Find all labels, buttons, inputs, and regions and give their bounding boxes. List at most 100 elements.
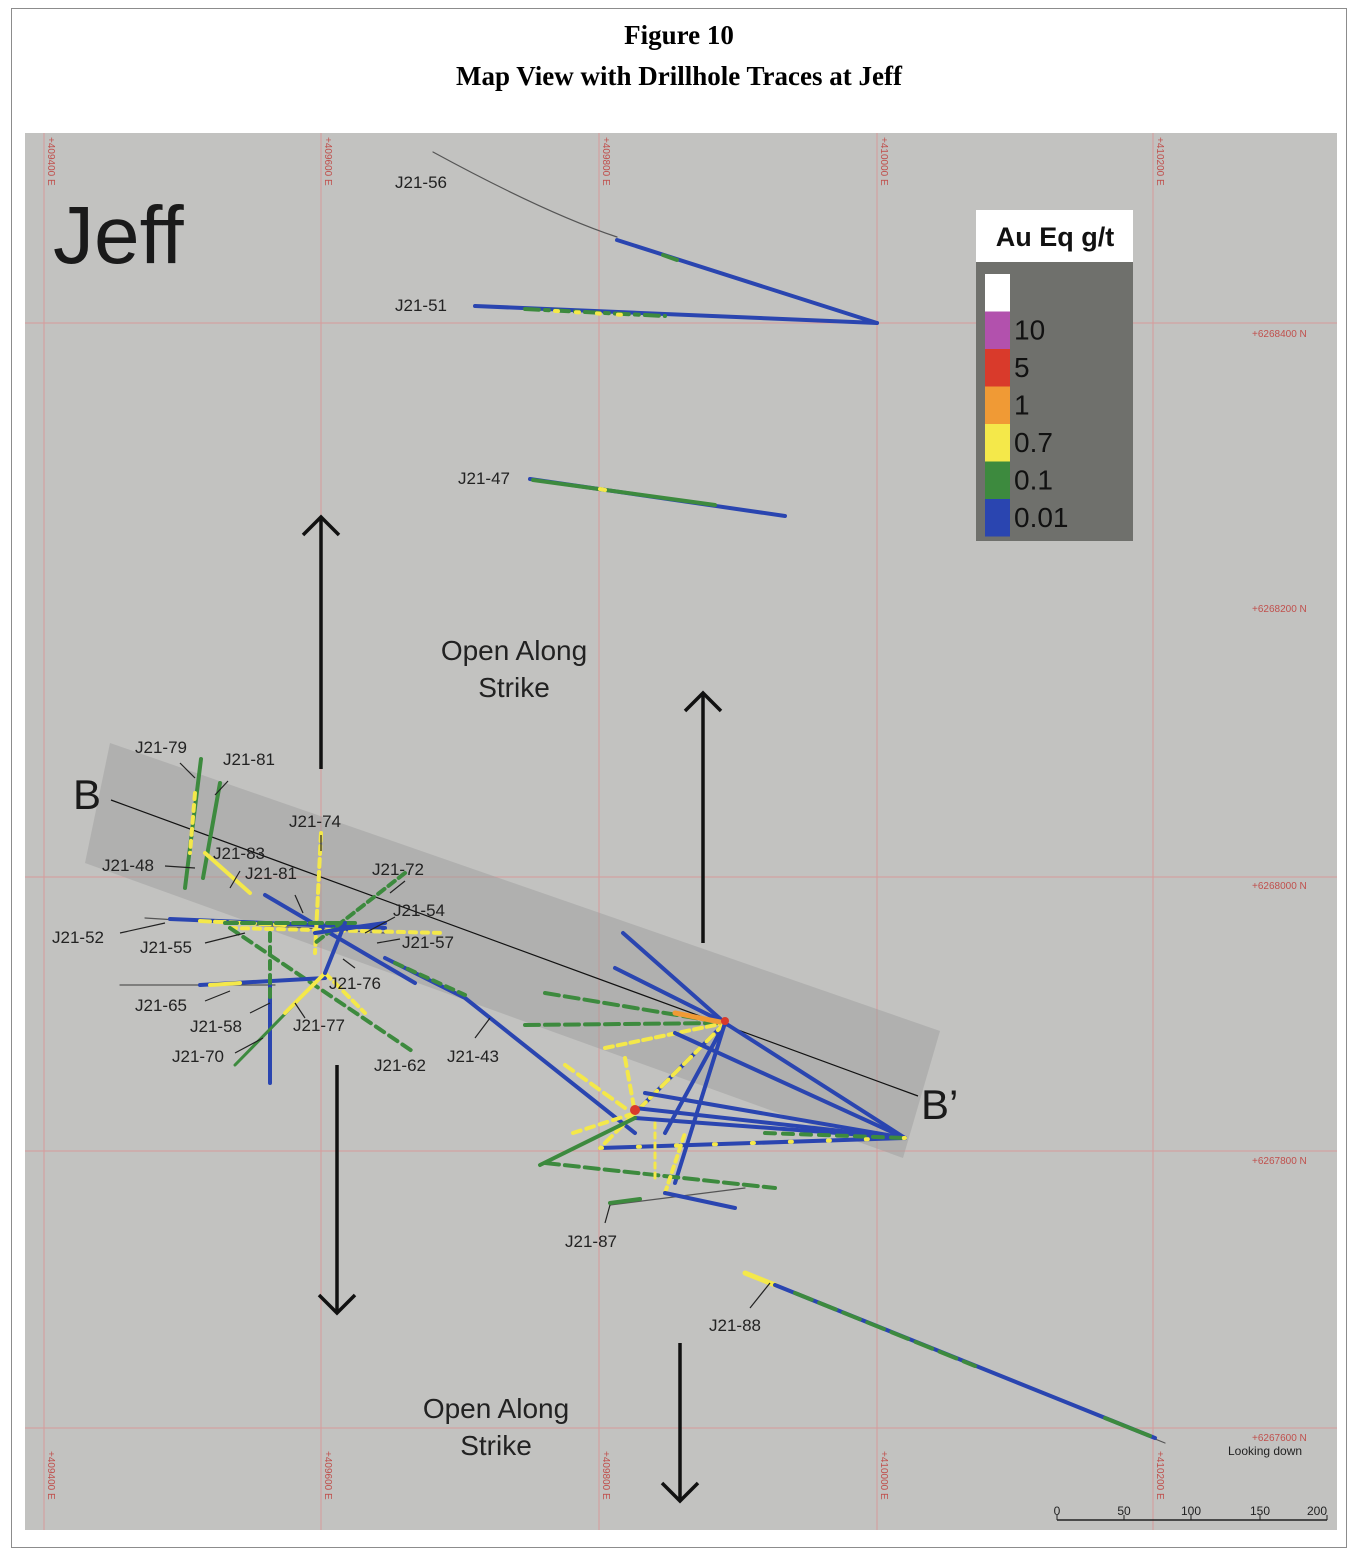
arrow-down-icon [317, 1293, 357, 1316]
drillhole-trace [432, 151, 618, 238]
drillhole-label: J21-62 [374, 1056, 426, 1075]
legend-swatch [985, 311, 1010, 349]
drillhole-traces [119, 151, 1166, 1444]
drillhole-trace [283, 971, 327, 1015]
drillhole-label: J21-52 [52, 928, 104, 947]
legend-title: Au Eq g/t [996, 222, 1114, 252]
high-grade-intercept [721, 1017, 729, 1025]
grid-easting-label-bottom: +409800 E [600, 1451, 611, 1500]
drillhole-trace [603, 1021, 727, 1050]
scale-tick: 0 [1054, 1504, 1061, 1518]
drillhole-label: J21-51 [395, 296, 447, 315]
scale-tick: 50 [1117, 1504, 1131, 1518]
legend-swatch [985, 274, 1010, 312]
drillhole-trace [673, 1031, 907, 1140]
drillhole-label: J21-76 [329, 974, 381, 993]
grid-northing-label: +6268200 N [1252, 604, 1307, 615]
drillhole-trace [563, 1063, 627, 1110]
drillhole-label: J21-81 [245, 864, 297, 883]
open-along-strike-line1: Open Along [423, 1393, 569, 1424]
drillhole-trace [543, 1161, 777, 1190]
drillhole-label: J21-83 [213, 844, 265, 863]
scale-tick: 150 [1250, 1504, 1270, 1518]
figure-number: Figure 10 [624, 20, 734, 50]
grid-easting-label-top: +410200 E [1154, 137, 1165, 186]
drillhole-trace [393, 961, 467, 997]
drillhole-trace [208, 981, 242, 987]
drillhole-label: J21-87 [565, 1232, 617, 1251]
grid-northing-label: +6268000 N [1252, 881, 1307, 892]
drillhole-label: J21-55 [140, 938, 192, 957]
legend-label: 0.1 [1014, 464, 1053, 495]
drillhole-label: J21-88 [709, 1316, 761, 1335]
drillhole-trace [621, 931, 727, 1025]
drillhole-trace [323, 971, 367, 1015]
drillhole-trace [723, 1021, 907, 1140]
drillhole-trace [663, 1131, 687, 1195]
drillhole-label: J21-74 [289, 812, 341, 831]
legend-swatch [985, 386, 1010, 424]
drillhole-trace [663, 1191, 737, 1210]
arrow-down-icon [660, 1481, 700, 1504]
legend-swatch [985, 424, 1010, 462]
drillhole-label: J21-81 [223, 750, 275, 769]
map-view: +409400 E +409600 E +409800 E +410000 E … [25, 133, 1337, 1530]
legend-label: 0.7 [1014, 427, 1053, 458]
drillhole-trace [623, 1056, 637, 1115]
grid-easting-label-bottom: +410000 E [878, 1451, 889, 1500]
scale-tick: 200 [1307, 1504, 1327, 1518]
drillhole-label: J21-54 [393, 901, 445, 920]
arrow-up-icon [683, 690, 723, 713]
scale-bar: 0 50 100 150 200 [1054, 1504, 1328, 1521]
high-grade-intercept [630, 1105, 640, 1115]
drillhole-trace [763, 1131, 907, 1140]
drillhole-trace [473, 304, 879, 325]
drillhole-trace [742, 1270, 778, 1288]
drillhole-trace [571, 1111, 637, 1135]
legend-label: 1 [1014, 389, 1030, 420]
drillhole-trace [643, 1091, 907, 1140]
grid-easting-label-bottom: +409600 E [322, 1451, 333, 1500]
drillhole-label: J21-48 [102, 856, 154, 875]
open-along-strike-line1: Open Along [441, 635, 587, 666]
grid-easting-label-bottom: +410200 E [1154, 1451, 1165, 1500]
view-note: Looking down [1228, 1444, 1302, 1458]
drillhole-trace [523, 307, 667, 318]
drillhole-trace [531, 478, 717, 507]
scale-tick: 100 [1181, 1504, 1201, 1518]
drillhole-trace [633, 1106, 907, 1140]
drillhole-label: J21-58 [190, 1017, 242, 1036]
legend-label: 5 [1014, 352, 1030, 383]
drillhole-trace [672, 1010, 728, 1026]
legend-swatch [985, 349, 1010, 387]
drillhole-label: J21-70 [172, 1047, 224, 1066]
section-start-label: B [73, 771, 101, 818]
open-along-strike-line2: Strike [478, 672, 550, 703]
legend-label: 0.01 [1014, 502, 1069, 533]
drillhole-label: J21-43 [447, 1047, 499, 1066]
grid-easting-label-top: +409800 E [600, 137, 611, 186]
drillhole-label: J21-57 [402, 933, 454, 952]
grid-northing-label: +6268400 N [1252, 329, 1307, 340]
drillhole-trace [663, 1021, 727, 1135]
drillhole-trace [188, 791, 197, 855]
grid-easting-label-top: +409400 E [45, 137, 56, 186]
drillhole-trace [615, 238, 879, 325]
grid-northing-label: +6267800 N [1252, 1156, 1307, 1167]
drillhole-trace [661, 253, 679, 262]
legend-label: 10 [1014, 314, 1045, 345]
drillhole-trace [323, 921, 347, 975]
drillhole-trace [598, 487, 607, 492]
drillhole-label: J21-79 [135, 738, 187, 757]
section-line [110, 799, 919, 1097]
legend-swatch [985, 461, 1010, 499]
drillhole-trace [613, 966, 727, 1025]
figure-caption: Map View with Drillhole Traces at Jeff [456, 61, 902, 91]
legend: Au Eq g/t 10 5 1 0.7 0.1 0.01 [976, 210, 1133, 541]
drillhole-label: J21-65 [135, 996, 187, 1015]
drillhole-trace [201, 781, 222, 880]
section-end-label: B’ [921, 1081, 958, 1128]
open-along-strike-line2: Strike [460, 1430, 532, 1461]
drillhole-label: J21-47 [458, 469, 510, 488]
drillhole-trace [523, 1021, 727, 1027]
